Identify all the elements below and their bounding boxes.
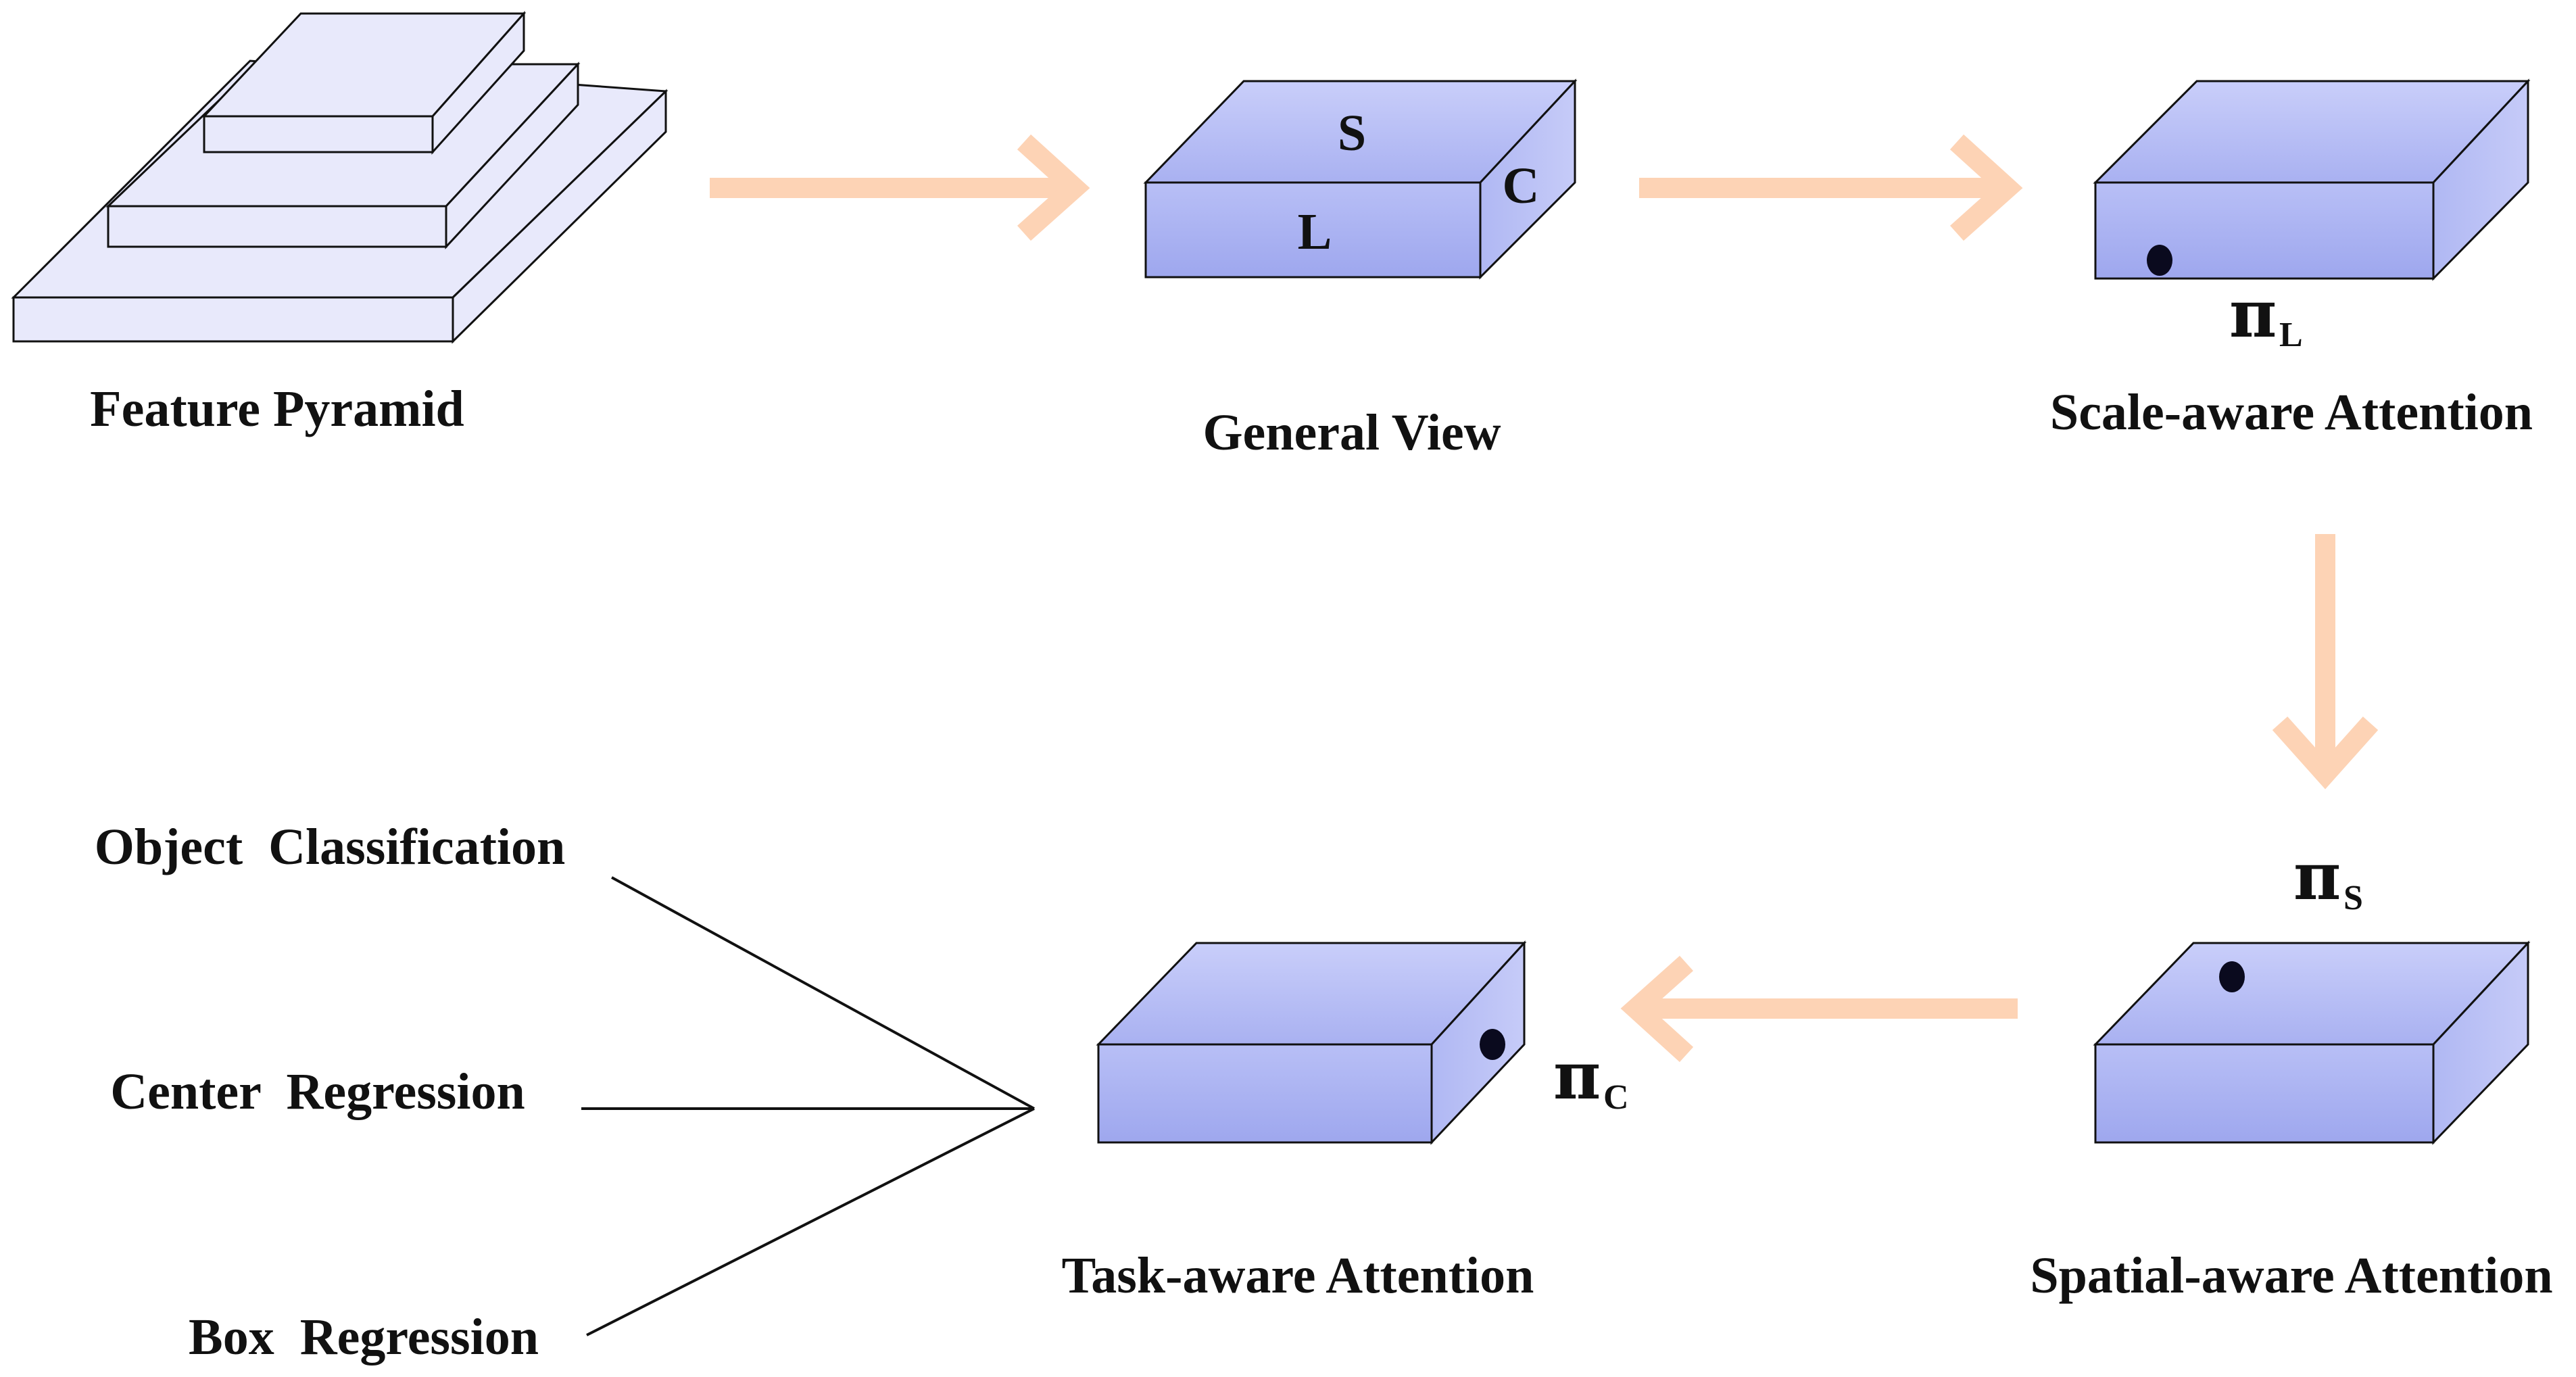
box-regression-label: Box Regression	[189, 1309, 539, 1366]
svg-text:L: L	[2279, 316, 2303, 354]
task-output-lines	[581, 876, 1035, 1336]
scale-attention-dot	[2147, 245, 2172, 276]
task-aware-box	[1096, 940, 1527, 1145]
spatial-aware-label: Spatial-aware Attention	[2030, 1247, 2552, 1304]
pi-c-symbol: π C	[1553, 1038, 1629, 1117]
scale-aware-label: Scale-aware Attention	[2050, 384, 2533, 441]
task-attention-dot	[1480, 1029, 1505, 1060]
general-view-label: General View	[1202, 404, 1501, 461]
pi-l-symbol: π L	[2229, 276, 2303, 354]
center-regression-label: Center Regression	[110, 1063, 525, 1120]
pi-s-symbol: π S	[2293, 838, 2363, 917]
svg-text:C: C	[1603, 1078, 1629, 1117]
arrow-right-1	[710, 134, 1090, 241]
pyramid-level-top	[201, 11, 527, 155]
task-aware-label: Task-aware Attention	[1062, 1247, 1534, 1304]
axis-l-label: L	[1298, 203, 1332, 260]
object-classification-label: Object Classification	[95, 819, 566, 875]
spatial-attention-dot	[2219, 961, 2245, 992]
arrow-right-2	[1639, 134, 2023, 241]
svg-text:π: π	[1553, 1038, 1601, 1114]
general-view-box	[1143, 78, 1578, 280]
feature-pyramid	[11, 11, 669, 344]
svg-text:π: π	[2229, 276, 2277, 352]
scale-aware-box	[2093, 78, 2531, 281]
svg-text:S: S	[2343, 879, 2363, 917]
axis-s-label: S	[1338, 105, 1366, 162]
arrow-down	[2272, 534, 2379, 790]
feature-pyramid-label: Feature Pyramid	[90, 381, 464, 437]
spatial-aware-box	[2093, 940, 2531, 1145]
axis-c-label: C	[1503, 158, 1540, 214]
svg-text:π: π	[2293, 838, 2341, 915]
arrow-left	[1620, 955, 2018, 1063]
